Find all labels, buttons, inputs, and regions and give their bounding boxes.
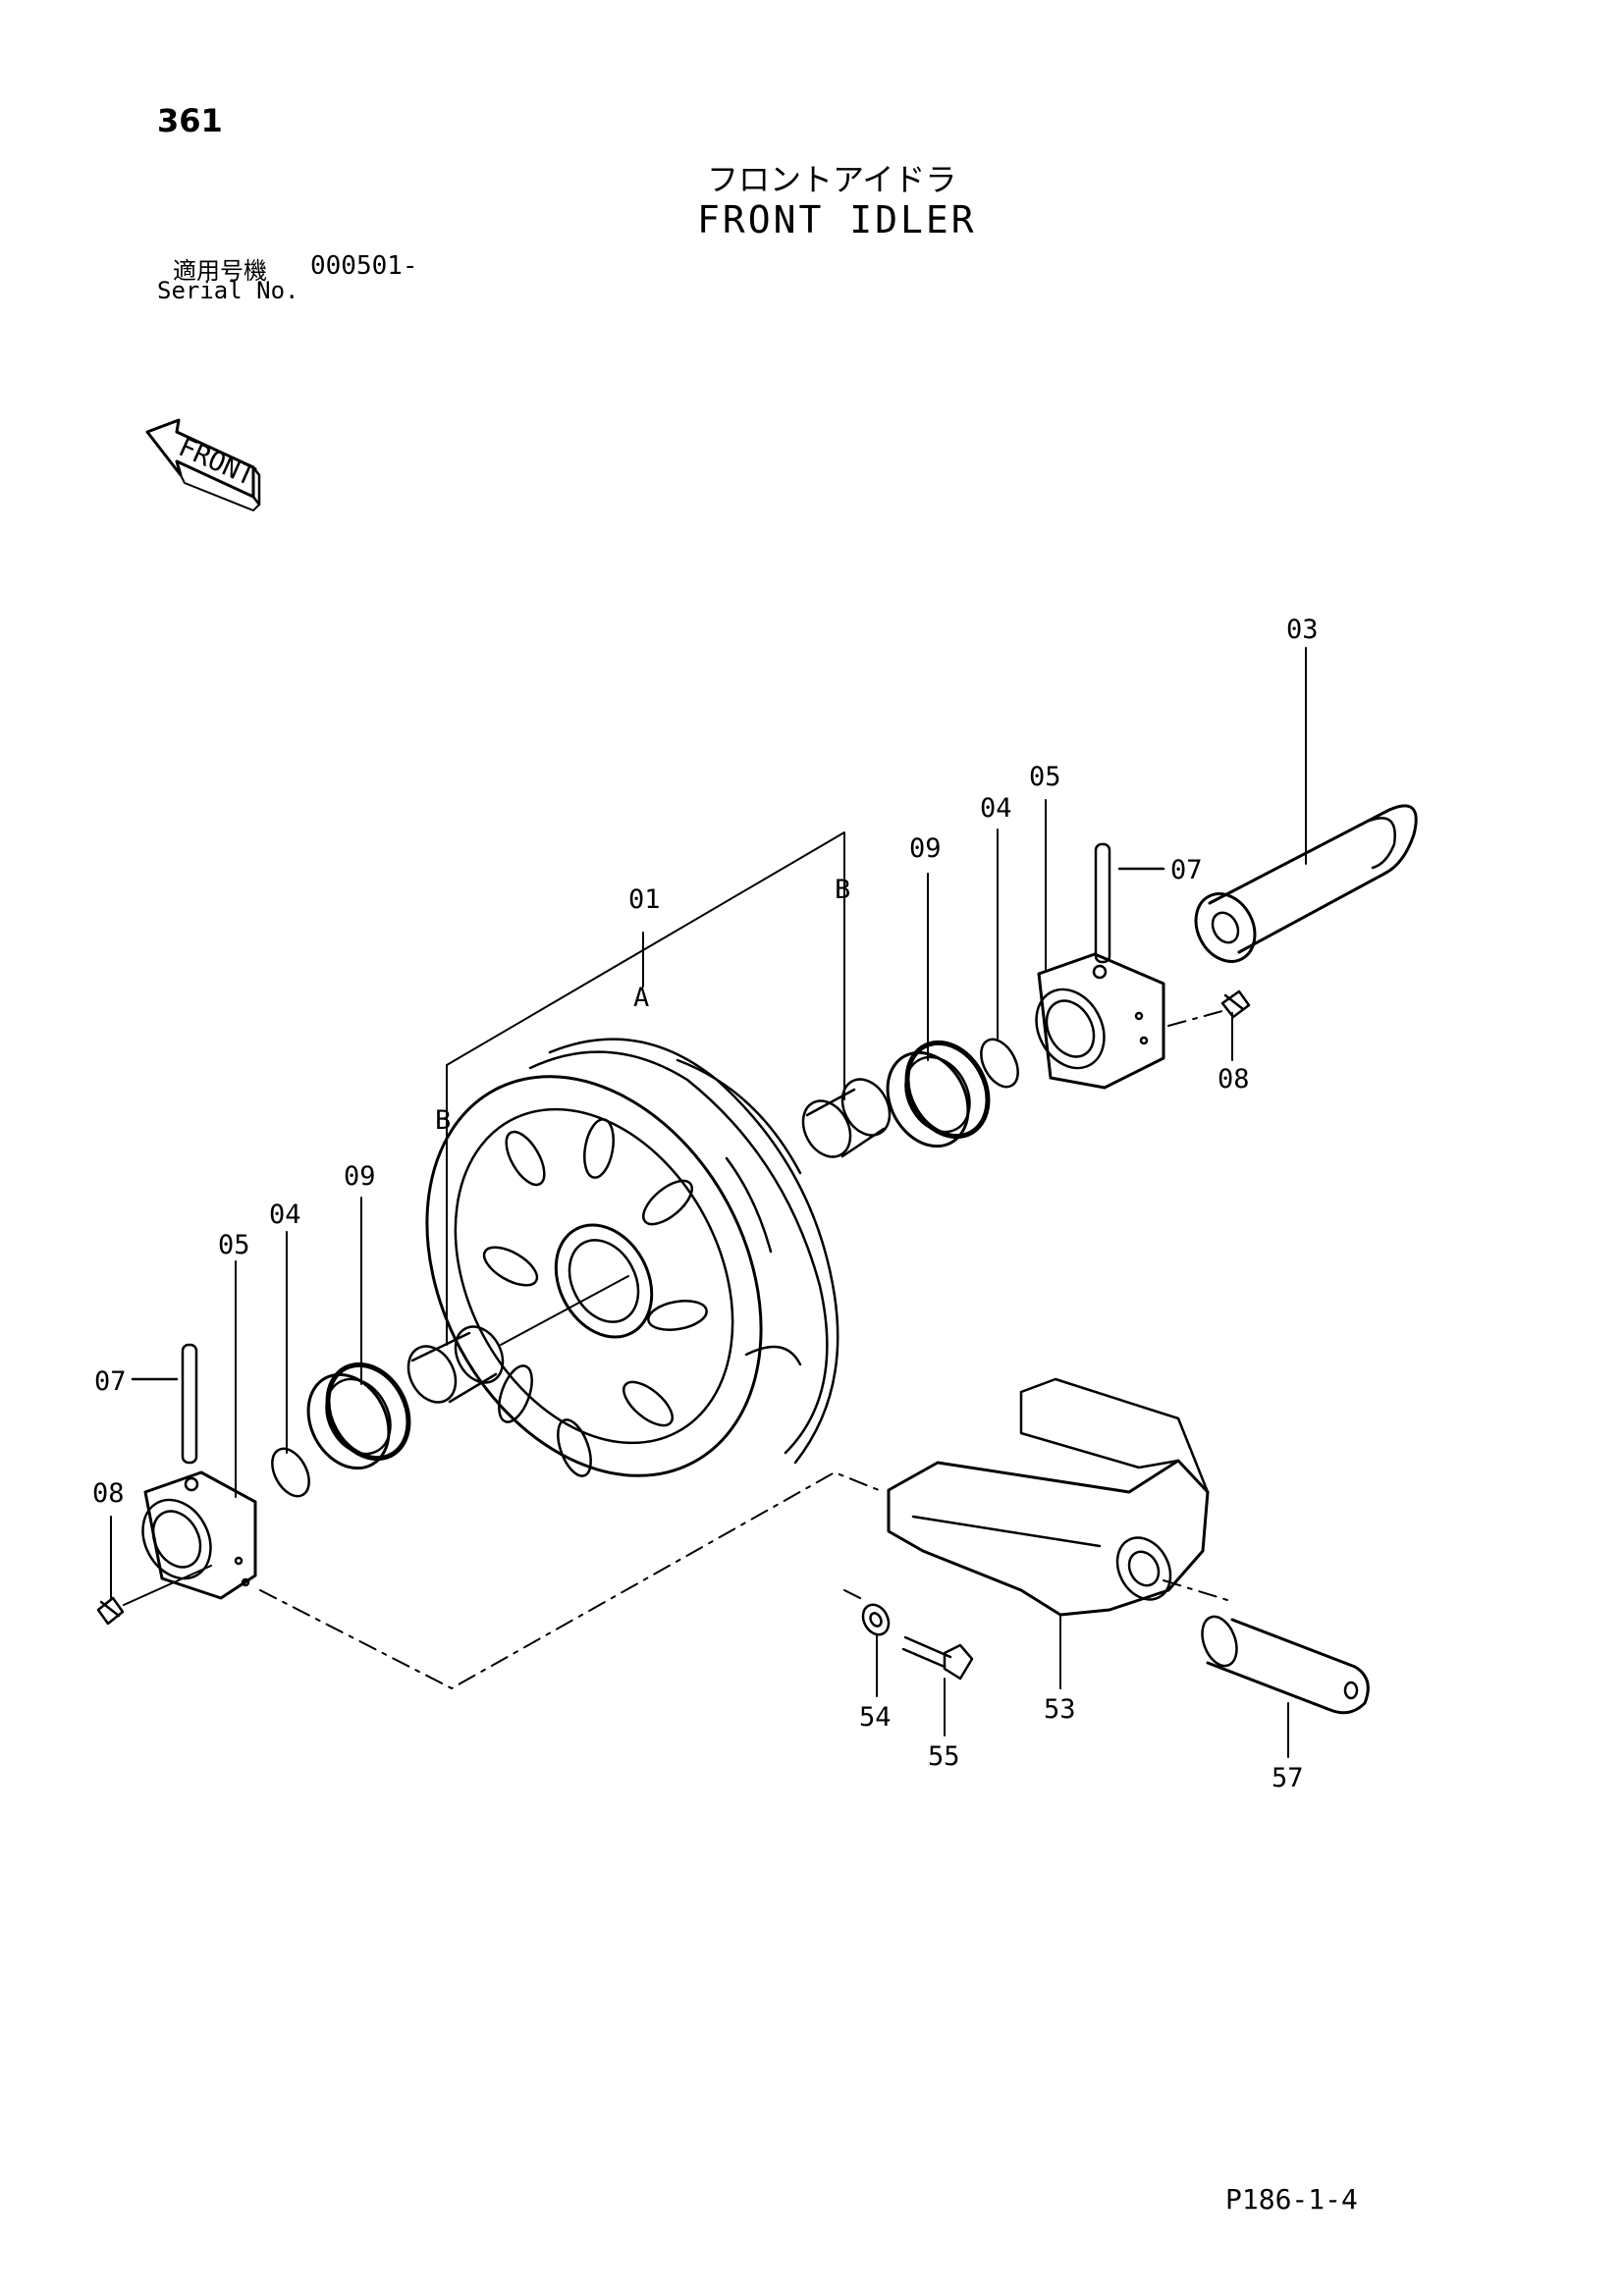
o-ring-right (980, 1038, 1019, 1089)
callout-07-left: 07 (94, 1366, 127, 1397)
floating-seal-right (886, 1040, 991, 1148)
page-code: P186-1-4 (1225, 2183, 1358, 2216)
callout-04-right: 04 (980, 793, 1012, 824)
serial-label-japanese: 適用号機 (173, 257, 267, 285)
callout-03: 03 (1286, 614, 1319, 645)
bracket-left (141, 1470, 257, 1600)
callout-01: 01 (628, 884, 661, 915)
plug-right (1220, 989, 1251, 1019)
callout-57: 57 (1272, 1763, 1304, 1793)
shaft (1194, 804, 1418, 963)
front-direction-arrow-icon: FRONT (145, 418, 261, 511)
callout-04-left: 04 (269, 1200, 301, 1230)
callout-08-left: 08 (92, 1478, 125, 1509)
callout-54: 54 (859, 1702, 892, 1733)
leader-lines (110, 647, 1307, 1758)
bushing-right (801, 1078, 892, 1158)
callout-09-right: 09 (909, 833, 942, 864)
yoke (887, 1377, 1210, 1617)
pin-right (1094, 842, 1165, 964)
pin-left (131, 1343, 198, 1465)
assembly-lines (259, 1010, 1228, 1689)
callout-55: 55 (928, 1741, 960, 1772)
page-title-japanese: フロントアイドラ (707, 161, 957, 198)
washer (861, 1603, 891, 1636)
page-title: FRONT IDLER (697, 198, 977, 241)
floating-seal-left (306, 1362, 411, 1470)
idler-wheel (425, 1038, 839, 1477)
callout-09-left: 09 (344, 1161, 376, 1192)
callout-05-left: 05 (218, 1230, 250, 1260)
callout-07-right: 07 (1170, 855, 1203, 885)
bracket-right (1035, 952, 1165, 1090)
o-ring-left (271, 1447, 310, 1498)
callout-A: A (633, 983, 649, 1013)
serial-number-value: 000501- (310, 251, 418, 281)
callout-B-left: B (435, 1105, 451, 1136)
plug-left (96, 1565, 212, 1626)
callout-53: 53 (1044, 1694, 1076, 1725)
callout-05-right: 05 (1029, 762, 1061, 792)
page-number: 361 (157, 102, 223, 139)
callout-B-top: B (835, 875, 850, 905)
callout-08-right: 08 (1218, 1064, 1250, 1095)
serial-label: Serial No. (157, 277, 299, 304)
callout-labels: 01 A B B 03 05 04 09 07 08 09 04 05 07 0… (92, 614, 1319, 1793)
pin-lower (1201, 1615, 1370, 1715)
bushing-left (406, 1325, 505, 1404)
bolt (901, 1635, 974, 1681)
wheel-holes (482, 1118, 708, 1477)
